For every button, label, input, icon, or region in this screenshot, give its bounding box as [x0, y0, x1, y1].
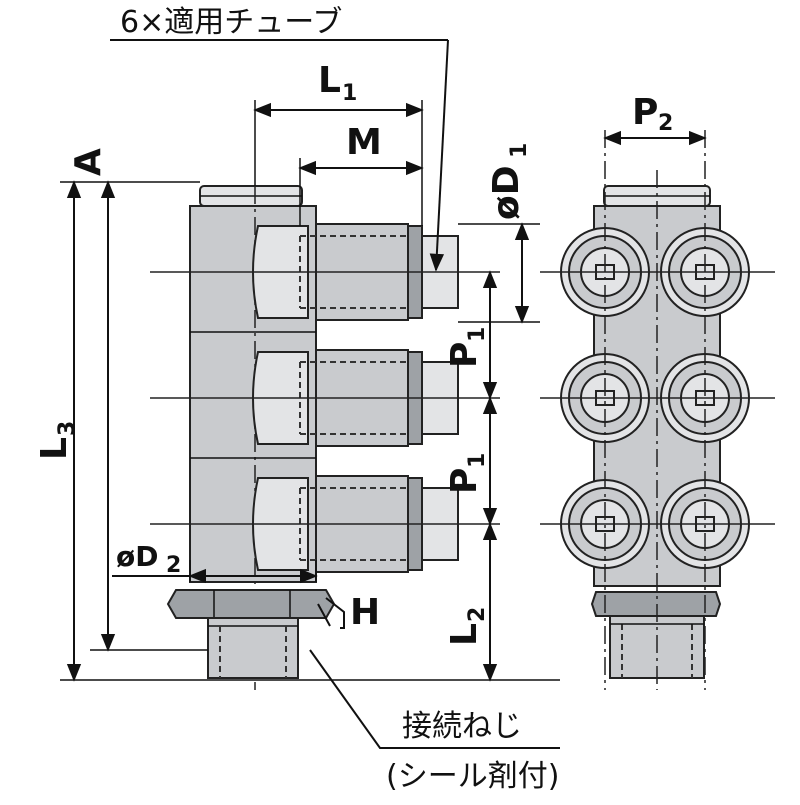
side-view [150, 185, 500, 690]
l3-label: L [34, 437, 75, 460]
labels: 6×適用チューブ L 1 M øD 1 A L 3 P 1 P 1 øD 2 H… [34, 5, 673, 794]
p1-upper-sub: 1 [465, 327, 490, 342]
l3-label-group: L 3 [34, 421, 80, 460]
front-hex-nut [590, 591, 722, 617]
dimensions [60, 39, 560, 749]
l2-label-group: L 2 [444, 607, 490, 646]
d2-label: øD [116, 540, 158, 573]
port-3 [560, 353, 650, 443]
p1-lower-label: P [444, 468, 485, 494]
seal-label: (シール剤付) [386, 759, 559, 794]
d1-sub: 1 [507, 143, 532, 158]
l2-sub: 2 [465, 607, 490, 622]
h-label: H [350, 592, 380, 633]
d1-label-group: øD 1 [486, 143, 532, 220]
l3-sub: 3 [55, 421, 80, 436]
l1-label: L [318, 60, 341, 101]
p2-sub: 2 [658, 111, 673, 136]
a-label: A [68, 148, 109, 176]
d2-sub: 2 [166, 553, 181, 578]
m-label: M [346, 122, 382, 163]
a-label-group: A [68, 148, 109, 176]
l2-label: L [444, 623, 485, 646]
p1-upper-label-group: P 1 [444, 327, 490, 368]
threaded-end [207, 617, 299, 679]
front-view [540, 130, 775, 690]
p1-upper-label: P [444, 342, 485, 368]
l1-sub: 1 [342, 81, 357, 106]
tube-note-label: 6×適用チューブ [120, 5, 342, 40]
thread-label: 接続ねじ [402, 709, 522, 744]
d1-label: øD [486, 165, 527, 220]
hex-nut [166, 589, 336, 619]
p1-lower-sub: 1 [465, 453, 490, 468]
p1-lower-label-group: P 1 [444, 453, 490, 494]
p2-label: P [632, 92, 658, 133]
